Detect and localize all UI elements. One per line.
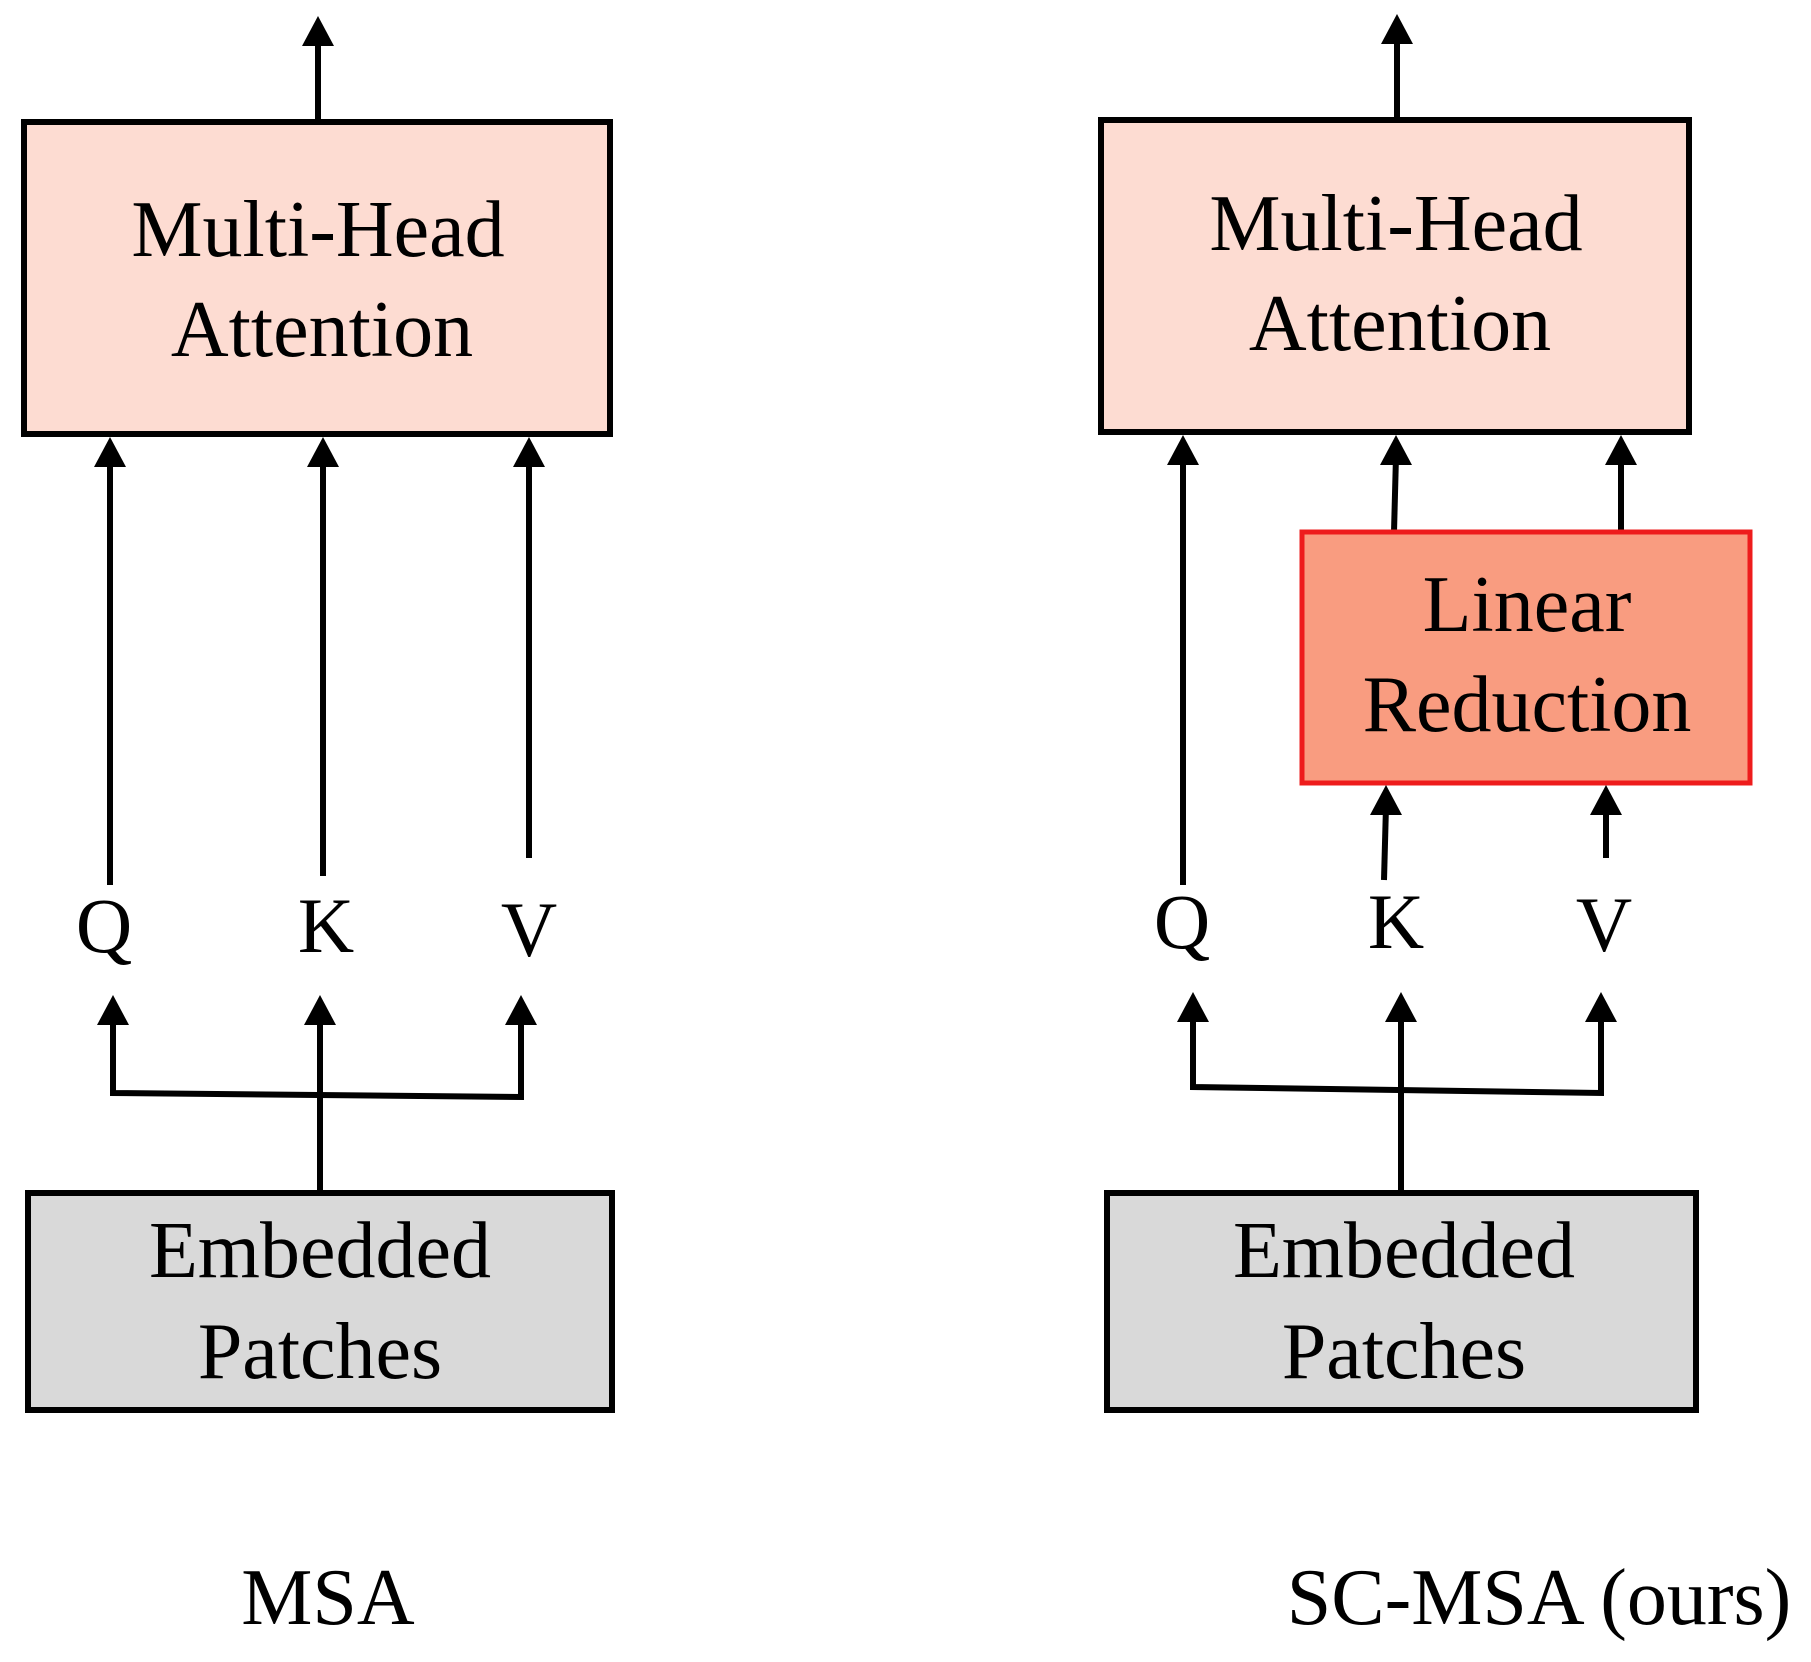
msa-fanout-q-arrowhead xyxy=(97,995,129,1025)
scmsa-reduction-k-out-arrowhead xyxy=(1380,435,1412,465)
msa-diagram: Multi-Head Attention Q K V Embedded Patc… xyxy=(21,16,615,1642)
msa-q-arrowhead xyxy=(94,437,126,467)
msa-k-arrowhead xyxy=(307,437,339,467)
scmsa-embedded-box xyxy=(1104,1190,1699,1413)
scmsa-embedded-label-line2: Patches xyxy=(1282,1308,1526,1396)
scmsa-reduction-label-line2: Reduction xyxy=(1363,661,1692,749)
msa-q-label: Q xyxy=(76,882,132,969)
scmsa-q-label: Q xyxy=(1154,878,1210,965)
msa-k-label: K xyxy=(298,882,354,969)
scmsa-reduction-k-out-arrow xyxy=(1391,455,1399,533)
msa-v-label: V xyxy=(501,886,557,973)
msa-attention-label-line2: Attention xyxy=(171,286,473,374)
scmsa-fanout-k-arrowhead xyxy=(1385,992,1417,1022)
scmsa-output-arrowhead xyxy=(1381,14,1413,44)
scmsa-reduction-label-line1: Linear xyxy=(1423,561,1632,649)
scmsa-attention-label-line2: Attention xyxy=(1249,280,1551,368)
scmsa-fanout-q-arrowhead xyxy=(1177,992,1209,1022)
scmsa-q-arrowhead xyxy=(1167,435,1199,465)
sc-msa-diagram: Multi-Head Attention Linear Reduction Q … xyxy=(1098,14,1792,1642)
msa-output-arrowhead xyxy=(302,16,334,46)
scmsa-k-arrowhead xyxy=(1370,785,1402,815)
msa-attention-label-line1: Multi-Head xyxy=(131,186,504,274)
scmsa-attention-label-line1: Multi-Head xyxy=(1209,180,1582,268)
msa-attention-box xyxy=(21,119,613,437)
scmsa-reduction-v-out-arrowhead xyxy=(1605,435,1637,465)
scmsa-k-arrow xyxy=(1381,805,1389,881)
msa-embedded-box xyxy=(25,1190,615,1413)
scmsa-attention-box xyxy=(1098,117,1692,435)
scmsa-k-label: K xyxy=(1368,878,1424,965)
msa-fanout-v-arrowhead xyxy=(505,995,537,1025)
msa-embedded-label-line2: Patches xyxy=(198,1308,442,1396)
scmsa-v-label: V xyxy=(1576,881,1632,968)
msa-caption: MSA xyxy=(241,1554,415,1642)
scmsa-fanout-v-arrowhead xyxy=(1585,992,1617,1022)
scmsa-linear-reduction-box xyxy=(1299,529,1753,786)
msa-v-arrowhead xyxy=(513,437,545,467)
scmsa-v-arrowhead xyxy=(1590,785,1622,815)
msa-embedded-label-line1: Embedded xyxy=(149,1207,491,1295)
scmsa-embedded-label-line1: Embedded xyxy=(1233,1207,1575,1295)
scmsa-fanout-line xyxy=(1190,1015,1604,1097)
scmsa-caption: SC-MSA (ours) xyxy=(1287,1554,1792,1642)
msa-fanout-k-arrowhead xyxy=(304,995,336,1025)
